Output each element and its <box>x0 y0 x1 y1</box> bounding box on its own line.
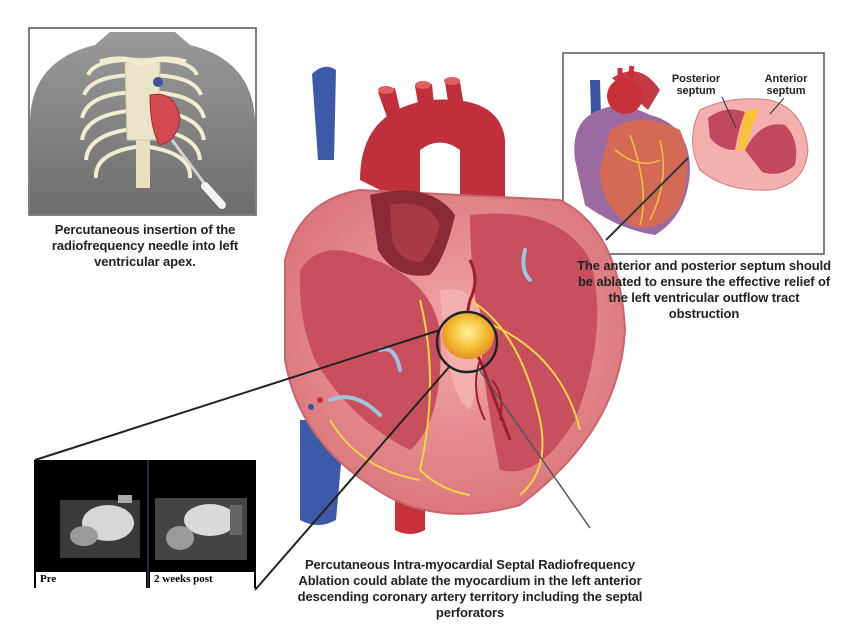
chest-panel <box>28 27 257 216</box>
zoom-line-bottom <box>254 365 451 591</box>
septum-cross-section <box>692 98 809 191</box>
caption-needle-insertion: Percutaneous insertion of the radiofrequ… <box>51 222 239 269</box>
zoom-line-top <box>34 329 441 461</box>
caption-septum-ablation: The anterior and posterior septum should… <box>577 258 831 321</box>
mini-heart <box>149 93 181 146</box>
magnifier-circle <box>435 310 499 374</box>
right-ventricle <box>299 250 441 450</box>
septum-panel <box>562 52 825 255</box>
post-image <box>155 498 247 560</box>
caption-psmr: Percutaneous Intra-myocardial Septal Rad… <box>297 557 643 620</box>
superior-vena-cava <box>312 66 336 160</box>
pointer-line <box>605 157 689 241</box>
clavicle <box>99 56 187 67</box>
posterior-pointer <box>721 96 737 129</box>
caption-pointer <box>477 367 591 529</box>
posterior-septum-label: Posterior septum <box>671 73 721 97</box>
ablated-septum <box>737 108 760 150</box>
pre-label: Pre <box>36 572 146 588</box>
anterior-pointer <box>769 97 785 115</box>
pre-image <box>60 495 140 558</box>
aortic-arch <box>360 99 505 210</box>
anterior-septum-label: Anterior septum <box>764 73 808 97</box>
imaging-panel <box>34 460 256 588</box>
ablation-zone <box>442 311 494 359</box>
post-label: 2 weeks post <box>150 572 254 588</box>
small-heart <box>574 65 690 235</box>
